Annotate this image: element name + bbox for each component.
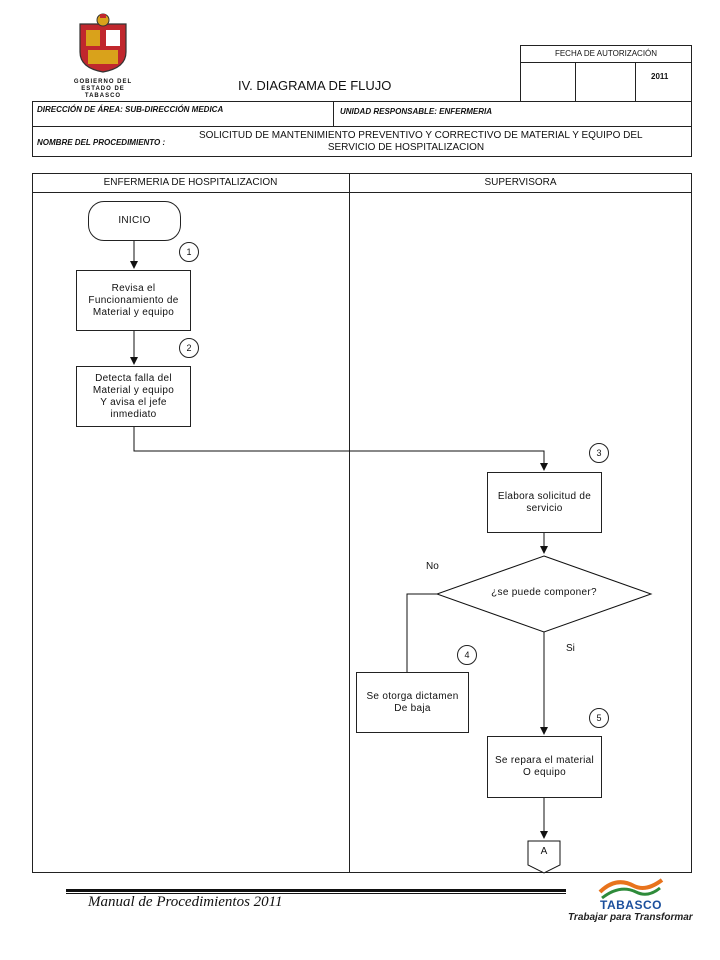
offpage-connector-shape: [527, 840, 561, 874]
step-2-line: inmediato: [110, 408, 157, 420]
unidad-cell: UNIDAD RESPONSABLE: ENFERMERIA: [333, 101, 692, 127]
step-5-number: 5: [589, 708, 609, 728]
start-terminator: INICIO: [88, 201, 181, 241]
step-4-line: De baja: [394, 702, 431, 714]
offpage-connector-label: A: [540, 846, 548, 857]
unidad-text: UNIDAD RESPONSABLE: ENFERMERIA: [340, 107, 493, 116]
step-3-line: Elabora solicitud de: [497, 490, 592, 502]
tabasco-swoosh-icon: [598, 878, 664, 900]
step-5-line: Se repara el material: [494, 755, 595, 766]
direccion-text: DIRECCIÓN DE ÁREA: SUB-DIRECCIÓN MEDICA: [37, 105, 224, 114]
step-2-box: Detecta falla del Material y equipo Y av…: [76, 366, 191, 427]
authorization-label: FECHA DE AUTORIZACIÓN: [554, 49, 658, 58]
lane-header-enfermeria: ENFERMERIA DE HOSPITALIZACION: [103, 177, 278, 188]
tabasco-brand-logo: TABASCO Trabajar para Transformar: [566, 872, 696, 932]
arrow-no-to-4: [403, 593, 437, 681]
step-1-box: Revisa el Funcionamiento de Material y e…: [76, 270, 191, 331]
step-1-number: 1: [179, 242, 199, 262]
step-3-number: 3: [589, 443, 609, 463]
nombre-line-1: SOLICITUD DE MANTENIMIENTO PREVENTIVO Y …: [199, 130, 643, 141]
gobierno-logo: GOBIERNO DEL ESTADO DE TABASCO: [68, 12, 138, 99]
direccion-cell: DIRECCIÓN DE ÁREA: SUB-DIRECCIÓN MEDICA: [32, 101, 334, 127]
step-4-number: 4: [457, 645, 477, 665]
swimlane-frame: [32, 173, 692, 873]
step-2-line: Y avisa el jefe: [100, 396, 167, 408]
brand-name: TABASCO: [600, 898, 662, 912]
logo-text: GOBIERNO DEL ESTADO DE TABASCO: [73, 79, 133, 99]
arrow-2-to-3: [133, 427, 548, 471]
manual-title: Manual de Procedimientos 2011: [88, 894, 283, 910]
step-3-box: Elabora solicitud de servicio: [487, 472, 602, 533]
nombre-label: NOMBRE DEL PROCEDIMIENTO :: [37, 138, 166, 147]
step-1-line: Revisa el: [111, 282, 156, 294]
coat-of-arms-icon: [79, 13, 127, 73]
decision-label: ¿se puede componer?: [491, 587, 597, 598]
step-4-box: Se otorga dictamen De baja: [356, 672, 469, 733]
authorization-year: 2011: [651, 72, 669, 81]
step-2-number: 2: [179, 338, 199, 358]
step-1-line: Material y equipo: [92, 306, 175, 318]
step-4-line: Se otorga dictamen: [366, 690, 459, 702]
decision-no-label: No: [426, 561, 439, 572]
brand-slogan: Trabajar para Transformar: [568, 912, 693, 923]
nombre-procedimiento-cell: NOMBRE DEL PROCEDIMIENTO : SOLICITUD DE …: [32, 126, 692, 157]
step-3-line: servicio: [526, 502, 563, 514]
step-5-box: Se repara el material O equipo: [487, 736, 602, 798]
decision-si-label: Si: [566, 643, 575, 654]
nombre-line-2: SERVICIO DE HOSPITALIZACION: [327, 142, 485, 153]
lane-header-supervisora: SUPERVISORA: [484, 177, 557, 188]
step-5-line: O equipo: [523, 767, 566, 778]
step-2-line: Detecta falla del: [95, 372, 172, 384]
page-title: IV. DIAGRAMA DE FLUJO: [238, 78, 392, 93]
step-2-line: Material y equipo: [92, 384, 175, 396]
start-label: INICIO: [118, 215, 151, 226]
step-1-line: Funcionamiento de: [88, 294, 179, 306]
